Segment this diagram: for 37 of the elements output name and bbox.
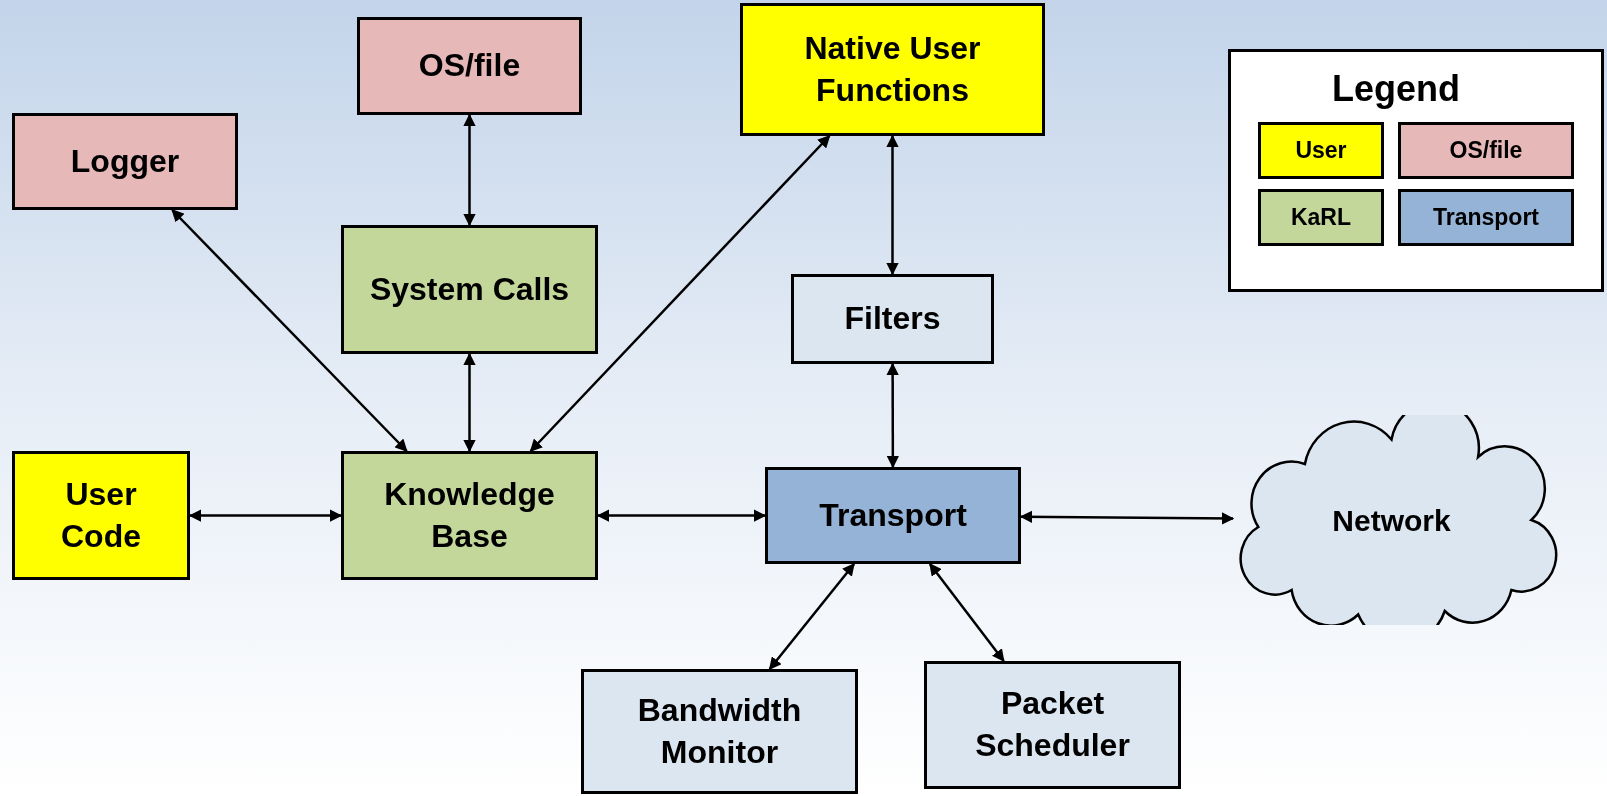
double-arrow: [463, 352, 476, 453]
node-label: OS/file: [417, 46, 522, 86]
double-arrow: [768, 563, 855, 670]
double-arrow: [596, 509, 767, 522]
double-arrow: [463, 113, 476, 227]
legend-title: Legend: [1332, 68, 1460, 110]
node-label: System Calls: [368, 269, 571, 309]
component-box: [791, 274, 994, 364]
component-box: [12, 113, 238, 210]
component-box: [765, 467, 1021, 564]
component-box: [357, 17, 582, 115]
double-arrow: [886, 134, 899, 276]
node-label: Network: [1331, 502, 1452, 539]
double-arrow: [886, 362, 900, 469]
component-box: [341, 451, 598, 580]
component-box: [924, 661, 1181, 789]
double-arrow: [188, 509, 343, 522]
double-arrow: [529, 135, 831, 452]
node-label: Native User Functions: [803, 28, 982, 110]
node-label: Packet Scheduler: [974, 684, 1131, 765]
legend-swatch: OS/file: [1398, 122, 1574, 179]
component-box: [341, 225, 598, 354]
double-arrow: [1019, 510, 1235, 525]
node-label: Knowledge Base: [383, 474, 556, 556]
node-label: Transport: [818, 495, 968, 535]
double-arrow: [171, 209, 408, 452]
component-box: [581, 669, 858, 794]
component-box: [740, 3, 1045, 136]
component-box: [12, 451, 190, 580]
legend-swatch: Transport: [1398, 189, 1574, 246]
node-label: Filters: [843, 299, 942, 339]
node-label: Logger: [69, 141, 181, 181]
legend-swatch: KaRL: [1258, 189, 1384, 246]
legend-swatch: User: [1258, 122, 1384, 179]
double-arrow: [928, 563, 1005, 662]
node-label: Bandwidth Monitor: [636, 690, 803, 772]
node-label: User Code: [60, 474, 142, 556]
